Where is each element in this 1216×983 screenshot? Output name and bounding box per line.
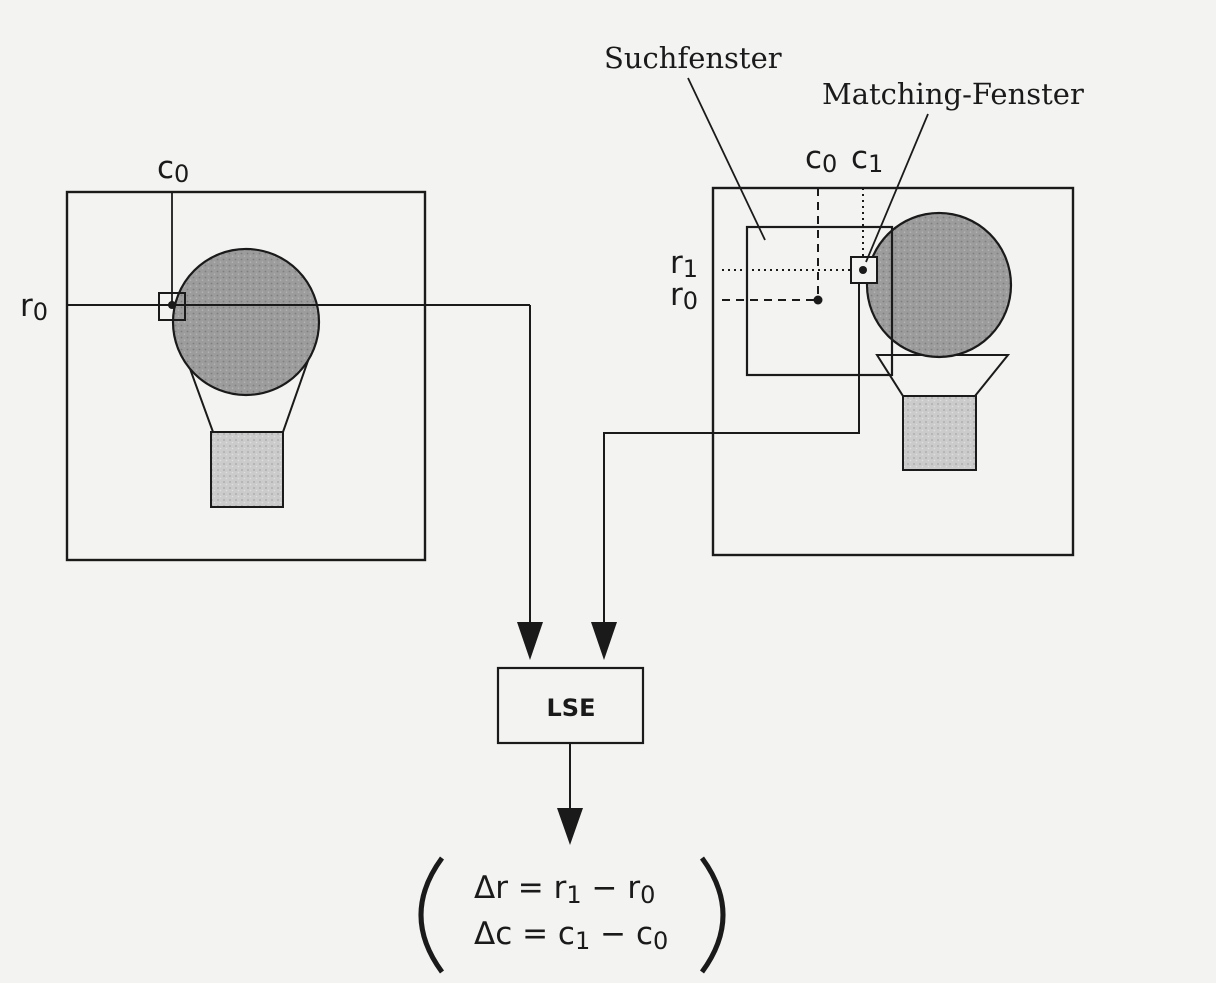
right-r1-label: r1 <box>670 245 698 283</box>
left-image-frame <box>65 190 427 562</box>
right-image: c0 c1 r1 r0 <box>670 140 1075 557</box>
left-matching-window <box>158 292 186 321</box>
right-r0-label: r0 <box>670 277 698 315</box>
right-balloon-neck <box>875 354 1011 397</box>
left-paren <box>418 856 445 974</box>
right-balloon <box>865 211 1013 359</box>
right-arrowhead <box>591 622 617 660</box>
left-row-label: r0 <box>20 288 48 326</box>
right-initial-point <box>813 295 823 305</box>
right-to-lse-arrow-line <box>603 283 860 630</box>
output-arrowhead <box>557 808 583 845</box>
matching-window-pointer <box>865 113 929 263</box>
right-paren <box>699 856 726 974</box>
matching-window-label: Matching-Fenster <box>822 77 1084 111</box>
search-window-label: Suchfenster <box>604 41 782 75</box>
left-basket <box>210 431 284 508</box>
right-basket <box>902 395 977 471</box>
right-c1-label: c1 <box>851 140 883 178</box>
right-image-frame <box>711 186 1075 557</box>
left-arrowhead <box>517 622 543 660</box>
left-balloon <box>171 247 321 397</box>
right-c0-label: c0 <box>805 140 837 178</box>
left-point <box>168 301 176 309</box>
lse-label: LSE <box>547 694 596 722</box>
search-window <box>745 225 894 377</box>
search-window-pointer <box>687 77 766 241</box>
result-block: Δr = r1 − r0 Δc = c1 − c0 <box>418 856 726 974</box>
right-match-point <box>859 266 867 274</box>
result-row-equation: Δr = r1 − r0 <box>474 870 655 909</box>
left-image: c0 r0 <box>20 150 530 562</box>
result-col-equation: Δc = c1 − c0 <box>474 916 668 955</box>
left-col-label: c0 <box>157 150 189 188</box>
